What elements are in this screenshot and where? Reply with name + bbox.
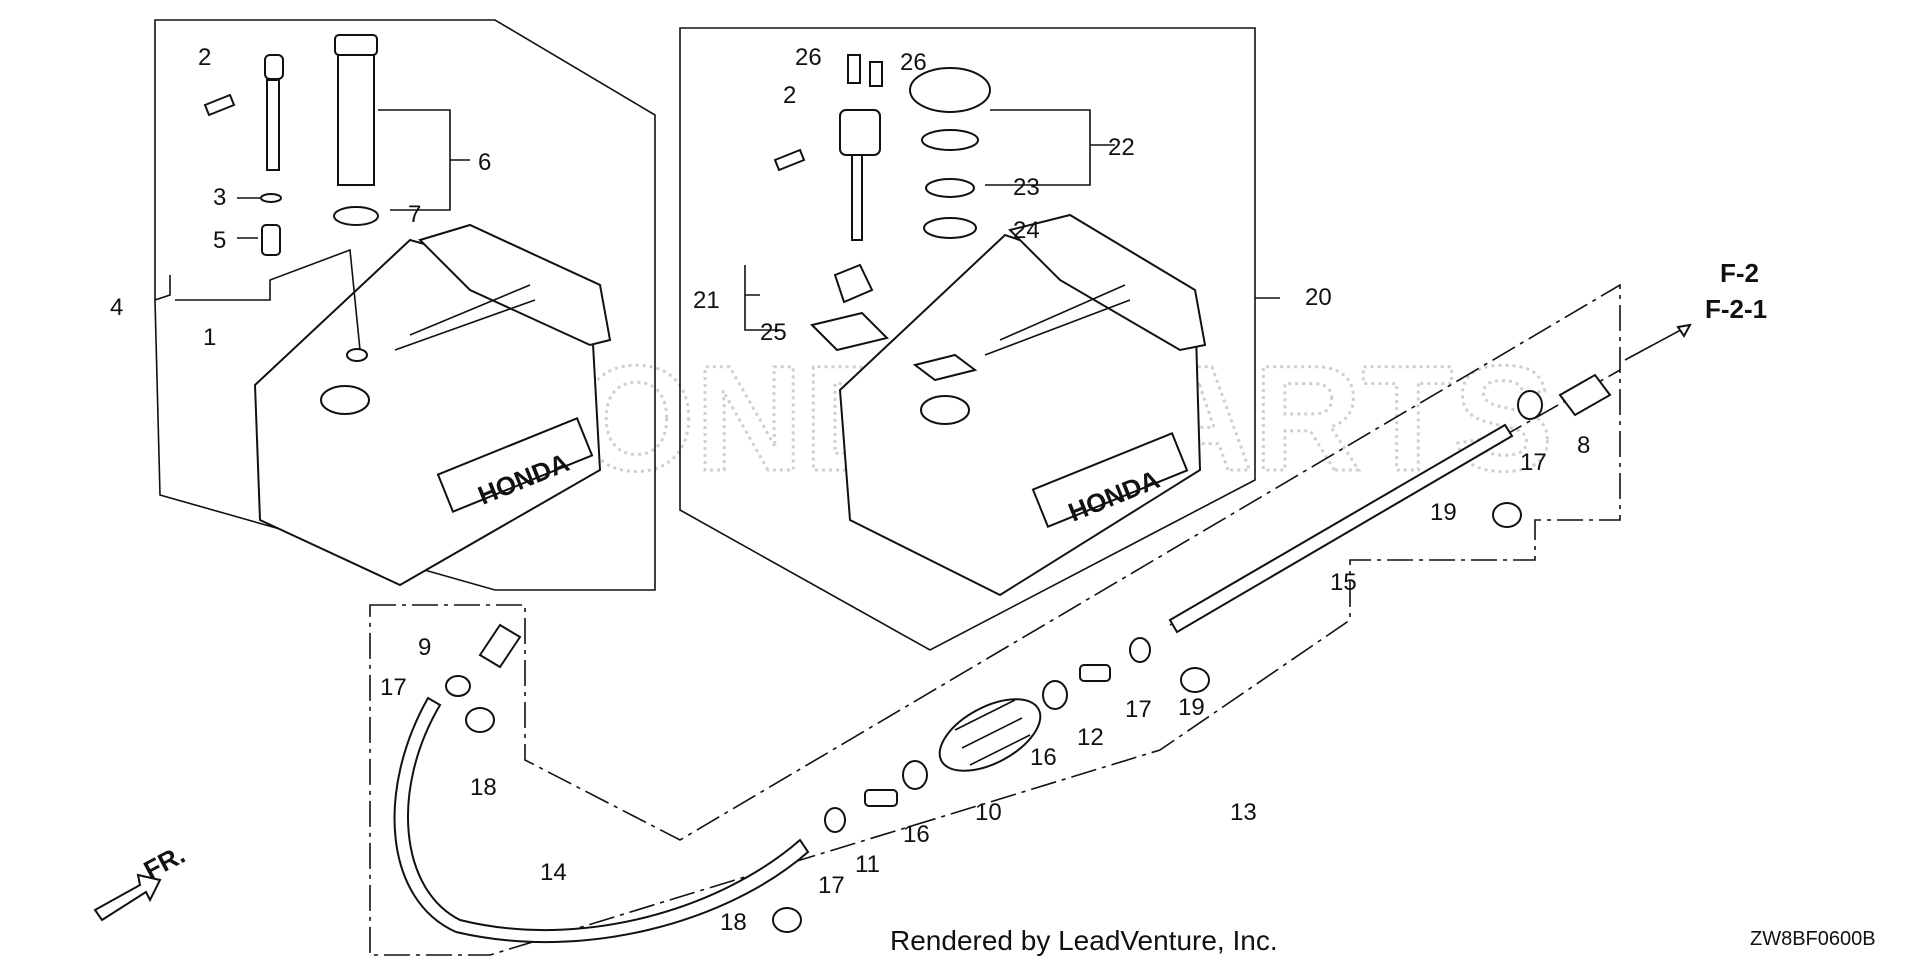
callout-labels: 2 3 5 4 1 6 7 26 26 2 22 23 24 21 25 20 … bbox=[110, 44, 1767, 936]
right-fuel-tank: HONDA bbox=[838, 213, 1207, 597]
callout-3: 3 bbox=[213, 184, 226, 211]
callout-1: 1 bbox=[203, 324, 216, 351]
callout-12: 12 bbox=[1077, 724, 1104, 751]
callout-2a: 2 bbox=[198, 44, 211, 71]
callout-18b: 18 bbox=[720, 909, 747, 936]
callout-6: 6 bbox=[478, 149, 491, 176]
ref-f2: F-2 bbox=[1720, 258, 1759, 288]
callout-17c: 17 bbox=[1125, 696, 1152, 723]
callout-4: 4 bbox=[110, 294, 123, 321]
hose-group-outline bbox=[369, 283, 1621, 956]
diagram-code: ZW8BF0600B bbox=[1750, 928, 1876, 950]
fuel-line-14 bbox=[393, 696, 810, 943]
callout-13: 13 bbox=[1230, 799, 1257, 826]
callout-25: 25 bbox=[760, 319, 787, 346]
callout-17a: 17 bbox=[1520, 449, 1547, 476]
callout-9: 9 bbox=[418, 634, 431, 661]
pickup-tube-assembly bbox=[203, 34, 379, 256]
callout-17d: 17 bbox=[818, 872, 845, 899]
callout-15: 15 bbox=[1330, 569, 1357, 596]
callout-16a: 16 bbox=[1030, 744, 1057, 771]
callout-20: 20 bbox=[1305, 284, 1332, 311]
gauge-and-cap-assembly bbox=[773, 54, 991, 352]
render-credit: Rendered by LeadVenture, Inc. bbox=[890, 925, 1278, 956]
callout-11: 11 bbox=[855, 851, 880, 878]
callout-26b: 26 bbox=[900, 49, 927, 76]
callout-21: 21 bbox=[693, 287, 720, 314]
hose-fittings bbox=[445, 373, 1612, 933]
callout-2b: 2 bbox=[783, 82, 796, 109]
callout-23: 23 bbox=[1013, 174, 1040, 201]
callout-18a: 18 bbox=[470, 774, 497, 801]
front-direction-arrow bbox=[93, 873, 162, 922]
fuel-line-15 bbox=[1168, 423, 1514, 634]
primer-bulb bbox=[938, 698, 1042, 772]
callout-17b: 17 bbox=[380, 674, 407, 701]
left-fuel-tank: HONDA bbox=[253, 223, 612, 587]
callout-5: 5 bbox=[213, 227, 226, 254]
right-group-outline bbox=[679, 27, 1256, 651]
callout-19b: 19 bbox=[1178, 694, 1205, 721]
ref-f2-1: F-2-1 bbox=[1705, 294, 1767, 324]
callout-19a: 19 bbox=[1430, 499, 1457, 526]
callout-7: 7 bbox=[408, 201, 421, 228]
left-group-outline bbox=[154, 19, 656, 591]
callout-24: 24 bbox=[1013, 217, 1040, 244]
callout-14: 14 bbox=[540, 859, 567, 886]
callout-10: 10 bbox=[975, 799, 1002, 826]
callout-22: 22 bbox=[1108, 134, 1135, 161]
callout-16b: 16 bbox=[903, 821, 930, 848]
callout-26a: 26 bbox=[795, 44, 822, 71]
callout-8: 8 bbox=[1577, 432, 1590, 459]
